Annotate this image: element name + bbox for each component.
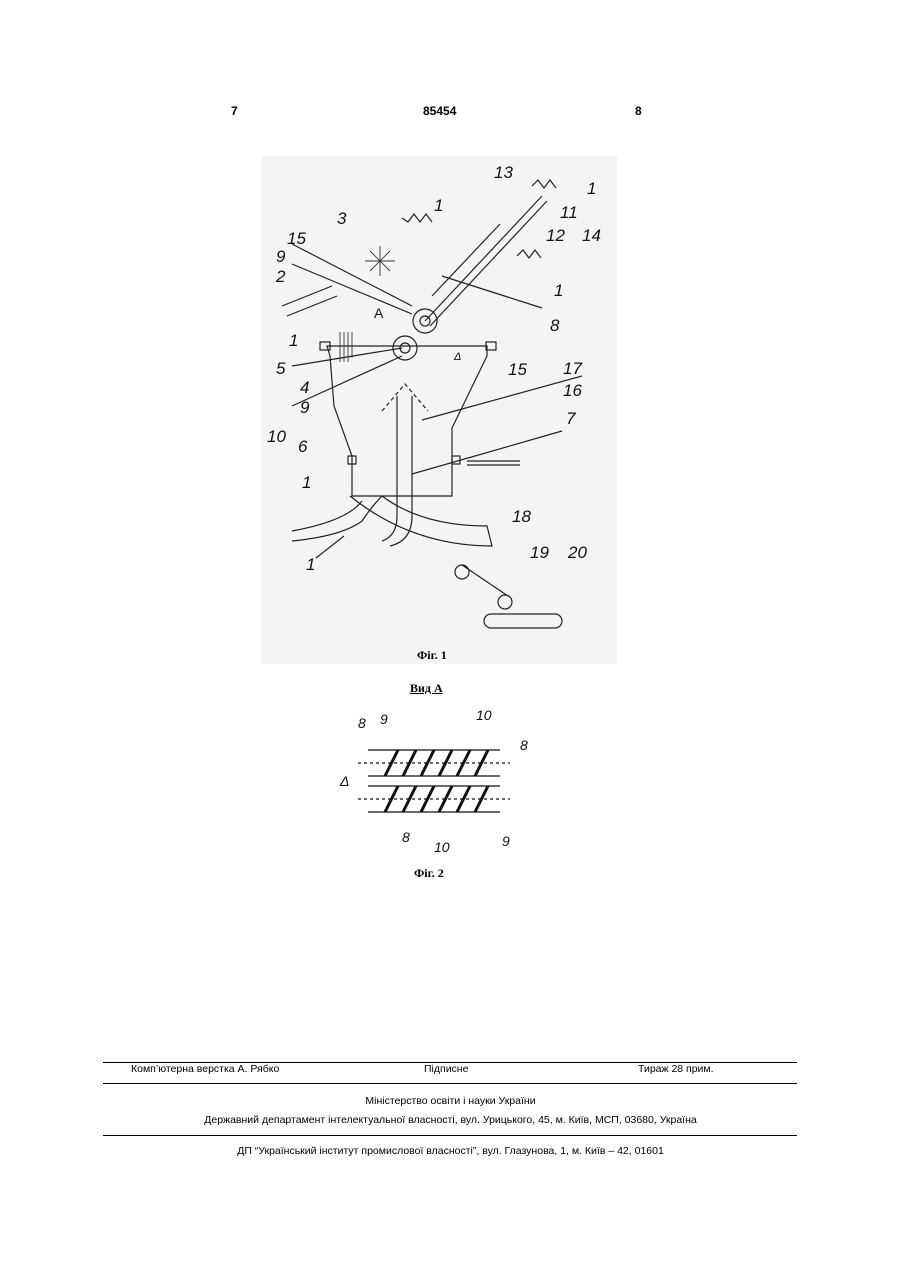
label-5: 5 bbox=[276, 359, 286, 378]
page-number-right: 8 bbox=[635, 104, 642, 118]
label-1: 1 bbox=[306, 555, 315, 574]
label-16: 16 bbox=[563, 381, 582, 400]
label-2: 2 bbox=[275, 267, 286, 286]
label-7: 7 bbox=[566, 409, 576, 428]
label-1: 1 bbox=[289, 331, 298, 350]
figure-1-caption: Фіг. 1 bbox=[417, 648, 447, 662]
hopper-outline bbox=[327, 346, 487, 496]
circulation: Тираж 28 прим. bbox=[638, 1063, 714, 1075]
label-delta: Δ bbox=[339, 773, 349, 789]
label-4: 4 bbox=[300, 378, 309, 397]
label-19: 19 bbox=[530, 543, 549, 562]
label-8: 8 bbox=[520, 737, 528, 753]
publisher: ДП “Український інститут промислової вла… bbox=[0, 1145, 901, 1157]
label-3: 3 bbox=[337, 209, 347, 228]
label-1: 1 bbox=[302, 473, 311, 492]
label-20: 20 bbox=[567, 543, 587, 562]
label-13: 13 bbox=[494, 163, 513, 182]
label-9: 9 bbox=[380, 711, 388, 727]
layout-credit: Комп’ютерна верстка А. Рябко bbox=[131, 1063, 279, 1075]
ministry: Міністерство освіти і науки України bbox=[0, 1095, 901, 1107]
label-8: 8 bbox=[358, 715, 366, 731]
brush-wheel bbox=[365, 246, 395, 276]
label-1: 1 bbox=[434, 196, 443, 215]
label-9: 9 bbox=[276, 247, 286, 266]
output-conveyor bbox=[484, 614, 562, 628]
label-1: 1 bbox=[587, 179, 596, 198]
label-6: 6 bbox=[298, 437, 308, 456]
label-15: 15 bbox=[508, 360, 527, 379]
label-14: 14 bbox=[582, 226, 601, 245]
label-11: 11 bbox=[560, 203, 578, 222]
lower-roller bbox=[393, 336, 417, 360]
label-12: 12 bbox=[546, 226, 565, 245]
figure-2-caption: Фіг. 2 bbox=[414, 866, 444, 881]
label-18: 18 bbox=[512, 507, 531, 526]
figure-1-drawing: 13 1 11 12 14 3 1 15 9 2 1 8 А 1 5 15 17… bbox=[262, 156, 617, 664]
label-9: 9 bbox=[300, 398, 310, 417]
label-10: 10 bbox=[476, 707, 492, 723]
figure-2-drawing: 8 9 10 8 Δ 8 10 9 bbox=[330, 700, 540, 860]
label-17: 17 bbox=[563, 359, 582, 378]
label-delta: Δ bbox=[453, 351, 461, 363]
view-a-title: Вид А bbox=[410, 681, 443, 696]
label-a: А bbox=[374, 305, 384, 321]
label-15: 15 bbox=[287, 229, 306, 248]
label-9: 9 bbox=[502, 833, 510, 849]
label-8: 8 bbox=[402, 829, 410, 845]
label-10: 10 bbox=[434, 839, 450, 855]
label-10: 10 bbox=[267, 427, 286, 446]
footer-rule-middle bbox=[103, 1083, 797, 1084]
signed-note: Підписне bbox=[424, 1063, 468, 1075]
patent-number: 85454 bbox=[423, 104, 456, 118]
department: Державний департамент інтелектуальної вл… bbox=[0, 1114, 901, 1126]
footer-rule-bottom bbox=[103, 1135, 797, 1136]
label-8: 8 bbox=[550, 316, 560, 335]
figure-1: 13 1 11 12 14 3 1 15 9 2 1 8 А 1 5 15 17… bbox=[262, 156, 617, 664]
label-1: 1 bbox=[554, 281, 563, 300]
page-number-left: 7 bbox=[231, 104, 238, 118]
